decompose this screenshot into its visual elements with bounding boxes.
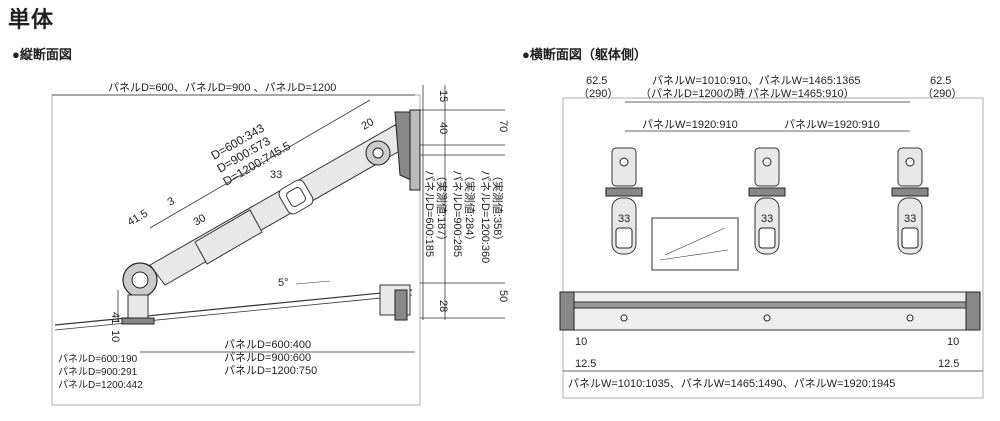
d-right-1: パネルD=600:185 — [423, 170, 436, 257]
wall-plate — [409, 109, 421, 191]
rail-bolt-3 — [906, 314, 914, 322]
pivot-bolt — [131, 271, 149, 289]
right-10: 10 — [947, 336, 959, 348]
arm-profile — [278, 179, 314, 215]
angle-line — [295, 280, 331, 285]
d-bottom-2: パネルD=900:600 — [224, 351, 311, 364]
mid-left-dim: パネルW=1920:910 — [642, 118, 738, 131]
top-bolt — [372, 147, 384, 159]
dim-50: 50 — [497, 290, 509, 302]
vertical-section-drawing: パネルD=600、パネルD=900 、パネルD=1200 5° D=600:34… — [51, 81, 509, 406]
horizontal-section-label: ●横断面図（躯体側） — [522, 47, 647, 62]
arm-sleeve — [194, 209, 263, 265]
rail-bolt-2 — [763, 314, 771, 322]
dim-30: 30 — [192, 212, 209, 229]
dim-40: 40 — [437, 122, 449, 134]
roof-fitting-plate — [394, 289, 408, 321]
rail-left-end — [559, 291, 575, 331]
left-10: 10 — [575, 336, 587, 348]
d-right-3: パネルD=900:285 — [451, 170, 464, 257]
left-12-5: 12.5 — [575, 358, 596, 370]
d-right-6: （実測値:358） — [491, 170, 505, 246]
bracket-1-dim: 33 — [618, 213, 630, 225]
dim-33: 33 — [270, 169, 282, 181]
d-right-2: （実測値:187） — [435, 170, 449, 246]
right-12-5: 12.5 — [938, 358, 959, 370]
right-top-dim: 62.5 — [930, 75, 951, 87]
dim-15: 15 — [437, 90, 449, 102]
bottom-rail — [559, 291, 981, 331]
vertical-section-label: ●縦断面図 — [12, 47, 72, 62]
bottom-overall-dim: パネルW=1010:1035、パネルW=1465:1490、パネルW=1920:… — [568, 377, 895, 390]
dim-10: 10 — [109, 330, 121, 342]
horizontal-section-drawing: 62.5 （290） 62.5 （290） パネルW=1010:910、パネルW… — [559, 74, 984, 399]
dim-28: 28 — [437, 300, 449, 312]
page-title: 単体 — [8, 7, 55, 32]
bracket-3: 33 — [891, 147, 929, 255]
mid-right-dim: パネルW=1920:910 — [784, 118, 880, 131]
top-line-2: （パネルD=1200の時 パネルW=1465:910） — [640, 87, 855, 100]
dim-3: 3 — [166, 195, 177, 208]
top-line-1: パネルW=1010:910、パネルW=1465:1365 — [652, 74, 861, 87]
d-left-2: パネルD=900:291 — [58, 366, 138, 378]
inset-roof-line — [659, 249, 729, 261]
rail-bolt-1 — [620, 314, 628, 322]
diagonal-dim-line — [149, 99, 371, 229]
bracket-1: 33 — [605, 147, 643, 255]
right-paren-dim: （290） — [922, 87, 962, 100]
dim-41-5: 41.5 — [126, 207, 151, 228]
roof-line-under — [54, 294, 413, 331]
rail-right-end — [965, 291, 981, 331]
dim-70: 70 — [497, 120, 509, 132]
top-dimension-text: パネルD=600、パネルD=900 、パネルD=1200 — [108, 81, 336, 94]
dim-20: 20 — [360, 116, 377, 133]
left-top-dim: 62.5 — [586, 75, 607, 87]
inset-diagram — [651, 217, 739, 271]
inset-arm-line — [664, 227, 726, 256]
d-right-4: （実測値:284） — [463, 170, 477, 246]
bracket-2: 33 — [748, 147, 786, 255]
arm-profile-inner — [286, 187, 306, 207]
rail-stripe — [559, 301, 981, 309]
bracket-2-dim: 33 — [761, 213, 773, 225]
bracket-3-dim: 33 — [904, 213, 916, 225]
left-paren-dim: （290） — [578, 87, 618, 100]
pivot-plate — [121, 317, 155, 325]
d-left-1: パネルD=600:190 — [58, 353, 138, 365]
dim-41: 41 — [109, 312, 121, 324]
d-right-5: パネルD=1200:360 — [479, 170, 492, 263]
angle-text: 5° — [278, 277, 289, 289]
roof-line — [54, 289, 413, 326]
d-left-3: パネルD=1200:442 — [58, 379, 143, 391]
d-bottom-3: パネルD=1200:750 — [224, 364, 317, 377]
d-bottom-1: パネルD=600:400 — [224, 338, 311, 351]
horizontal-frame — [562, 97, 984, 399]
